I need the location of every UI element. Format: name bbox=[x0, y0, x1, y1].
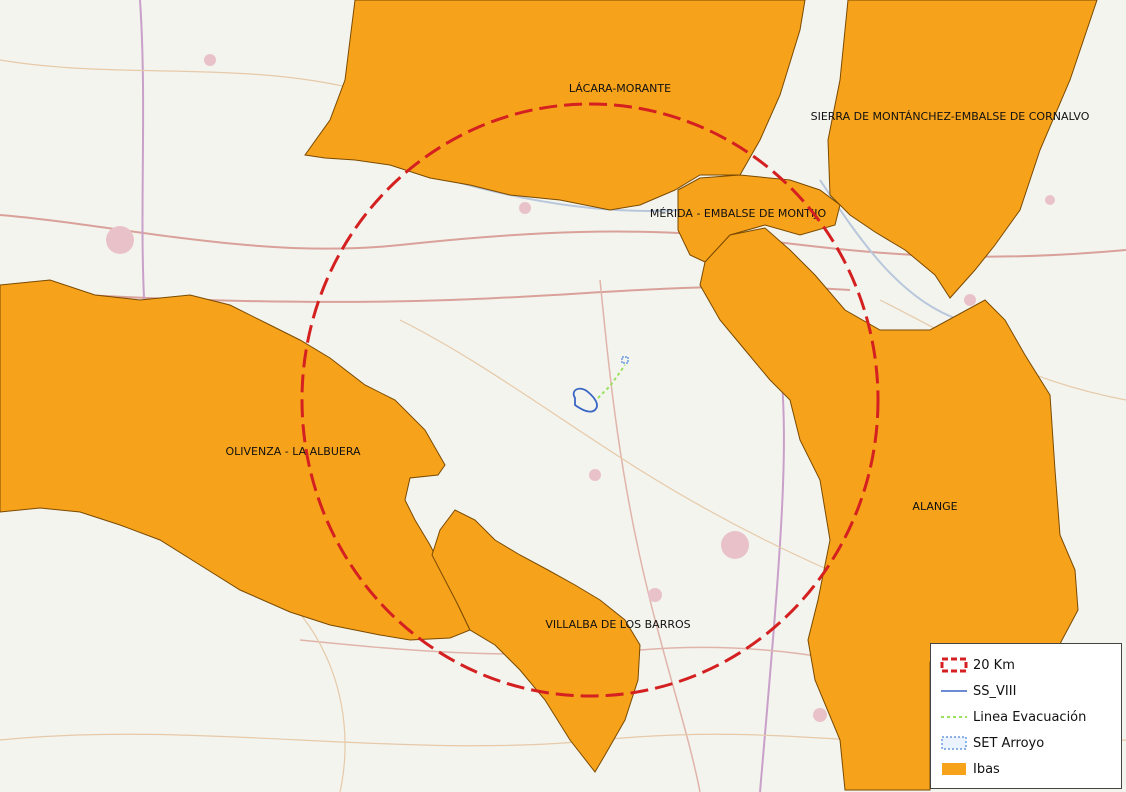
legend-label: Ibas bbox=[973, 761, 1000, 777]
dashed-red-square-icon bbox=[939, 655, 973, 675]
legend-item-20km: 20 Km bbox=[939, 652, 1115, 678]
legend-label: SET Arroyo bbox=[973, 735, 1045, 751]
dotted-green-line-icon bbox=[939, 707, 973, 727]
ibas-label-merida-embalse: MÉRIDA - EMBALSE DE MONTIJO bbox=[650, 207, 827, 220]
ibas-area-sierra-de-montanchez[interactable] bbox=[827, 0, 1098, 299]
ibas-area-villalba-de-los-barros[interactable] bbox=[431, 509, 641, 773]
legend-item-ss-viii: SS_VIII bbox=[939, 678, 1115, 704]
ibas-label-alange: ALANGE bbox=[912, 500, 957, 513]
set-arroyo-marker bbox=[621, 356, 629, 364]
buffer-20km-circle bbox=[300, 102, 880, 698]
ibas-label-sierra-de-montanchez: SIERRA DE MONTÁNCHEZ-EMBALSE DE CORNALVO bbox=[811, 110, 1090, 123]
ibas-labels: LÁCARA-MORANTE SIERRA DE MONTÁNCHEZ-EMBA… bbox=[225, 82, 1089, 631]
orange-square-icon bbox=[939, 759, 973, 779]
solid-blue-line-icon bbox=[939, 681, 973, 701]
legend-item-set-arroyo: SET Arroyo bbox=[939, 730, 1115, 756]
ibas-label-lacara-morante: LÁCARA-MORANTE bbox=[569, 82, 671, 95]
legend-item-linea-evacuacion: Linea Evacuación bbox=[939, 704, 1115, 730]
legend-label: 20 Km bbox=[973, 657, 1015, 673]
base-map-towns bbox=[106, 54, 1055, 722]
ibas-label-villalba-de-los-barros: VILLALBA DE LOS BARROS bbox=[545, 618, 690, 631]
dotted-blue-square-icon bbox=[939, 733, 973, 753]
linea-evacuacion-line bbox=[597, 364, 626, 399]
map-legend: 20 Km SS_VIII Linea Evacuación SET Arroy… bbox=[930, 643, 1122, 789]
legend-item-ibas: Ibas bbox=[939, 756, 1115, 782]
ibas-area-olivenza-la-albuera[interactable] bbox=[0, 279, 471, 641]
legend-label: Linea Evacuación bbox=[973, 709, 1087, 725]
legend-label: SS_VIII bbox=[973, 683, 1017, 699]
ss-viii-feature bbox=[572, 387, 598, 413]
ibas-label-olivenza-la-albuera: OLIVENZA - LA ALBUERA bbox=[225, 445, 361, 458]
